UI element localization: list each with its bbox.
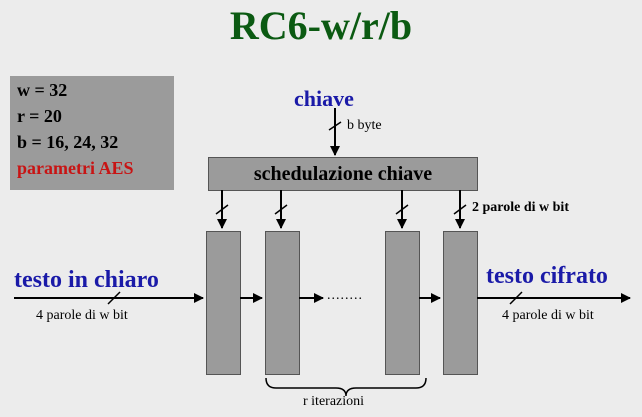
param-r: r = 20	[17, 106, 62, 126]
diagram-title: RC6-w/r/b	[229, 3, 413, 48]
key-schedule-box: schedulazione chiave	[208, 157, 478, 191]
round-box-3	[385, 231, 420, 375]
parameters-box: w = 32 r = 20 b = 16, 24, 32 parametri A…	[10, 76, 174, 190]
key-size-label: b byte	[347, 118, 382, 133]
rounds-brace	[265, 377, 427, 397]
subkey-arrows	[215, 190, 467, 229]
round-box-1	[206, 231, 241, 375]
param-aes-note: parametri AES	[17, 158, 134, 178]
round-box-2	[265, 231, 300, 375]
key-input-arrow	[328, 108, 342, 156]
key-label: chiave	[294, 86, 354, 111]
param-w: w = 32	[17, 80, 68, 100]
subkey-size-label: 2 parole di w bit	[472, 200, 569, 215]
plaintext-arrow	[14, 291, 204, 305]
param-b: b = 16, 24, 32	[17, 132, 119, 152]
ciphertext-label: testo cifrato	[486, 263, 608, 289]
plaintext-label: testo in chiaro	[14, 267, 159, 293]
ciphertext-arrow	[477, 291, 631, 305]
round-box-4	[443, 231, 478, 375]
ciphertext-size-label: 4 parole di w bit	[502, 308, 594, 323]
rounds-ellipsis: ........	[327, 288, 363, 303]
plaintext-size-label: 4 parole di w bit	[36, 308, 128, 323]
rounds-brace-label: r iterazioni	[303, 394, 365, 409]
